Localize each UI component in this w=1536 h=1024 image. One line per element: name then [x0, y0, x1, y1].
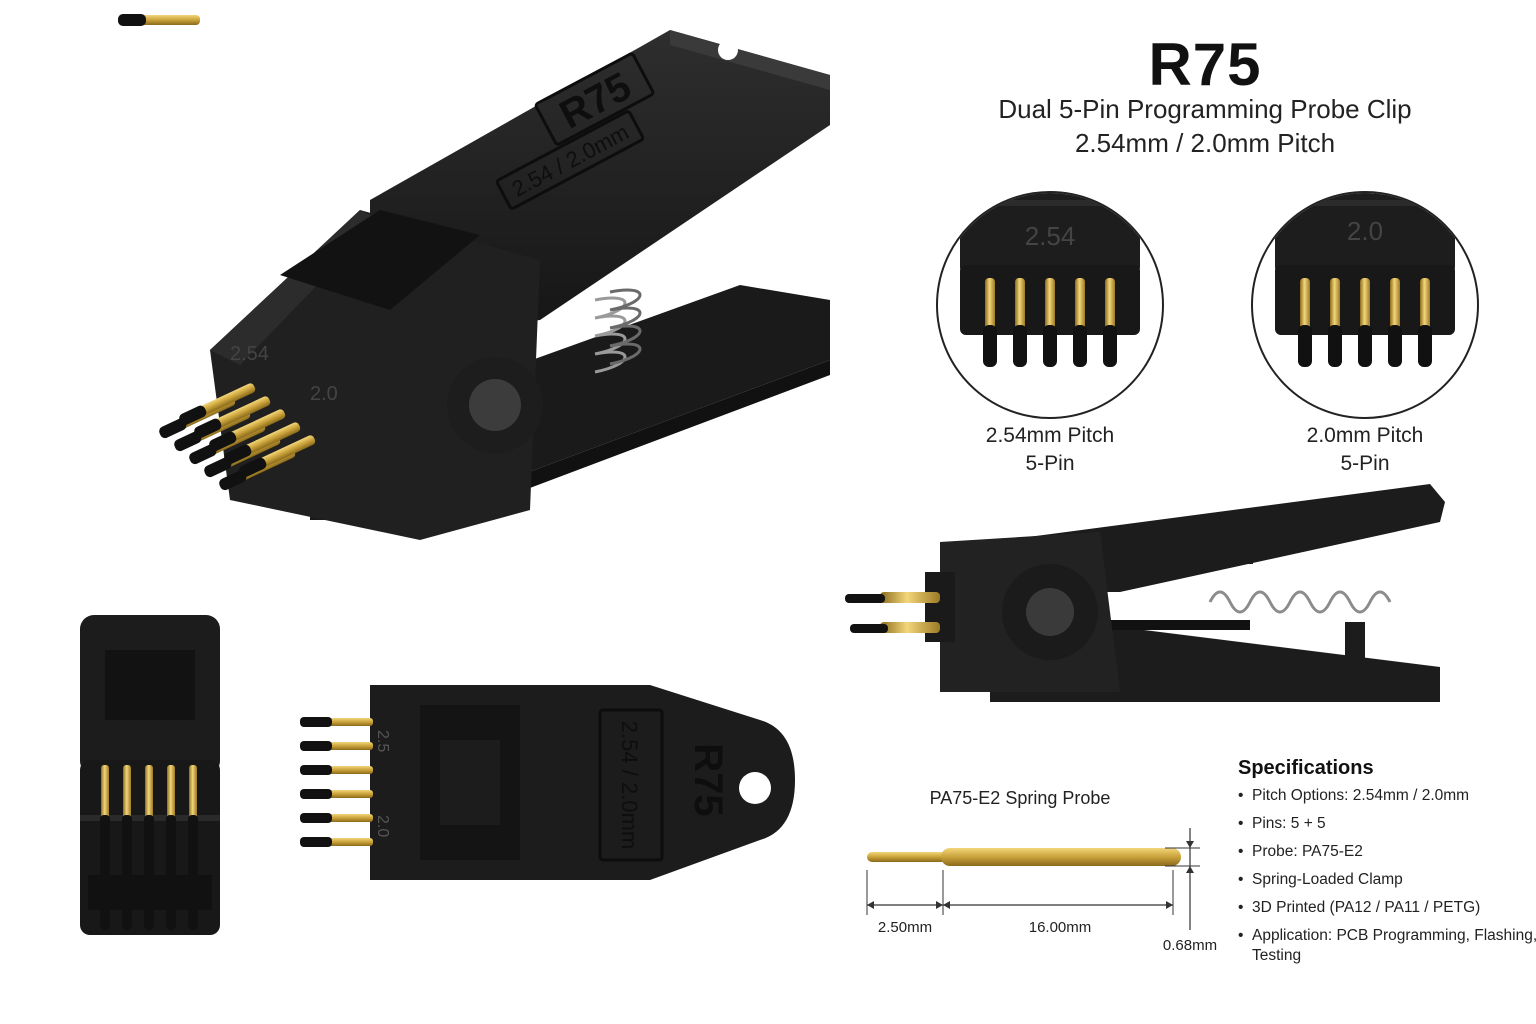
detail-lens-254: 2.54 — [936, 191, 1164, 419]
specifications-heading: Specifications — [1238, 757, 1374, 779]
probe-pin — [300, 765, 373, 775]
probe-pin — [1103, 278, 1117, 367]
detail-254-caption: 2.54mm Pitch — [985, 424, 1115, 447]
detail-20-lens-label: 2.0 — [1347, 216, 1383, 246]
detail-20-caption: 2.0mm Pitch — [1306, 424, 1424, 447]
probe-pin — [300, 789, 373, 799]
product-title: R75 — [1148, 31, 1262, 98]
probe-diagram: 2.50mm 16.00mm 0.68mm — [866, 828, 1217, 954]
spec-item: Probe: PA75-E2 — [1238, 842, 1536, 862]
probe-dim-body: 16.00mm — [1029, 919, 1092, 936]
spring-icon — [594, 288, 642, 374]
top-view-20-label: 2.0 — [374, 815, 391, 837]
top-view-25-label: 2.5 — [374, 730, 391, 752]
specifications-list: Pitch Options: 2.54mm / 2.0mm Pins: 5 + … — [1238, 786, 1536, 974]
detail-lens-20: 2.0 — [1251, 191, 1479, 419]
probe-dim-tip: 2.50mm — [878, 919, 932, 936]
probe-title: PA75-E2 Spring Probe — [929, 788, 1111, 808]
main-clip-254-label: 2.54 — [230, 343, 269, 365]
top-view-illustration: 2.5 2.0 2.54 / 2.0mm R75 — [300, 685, 795, 880]
probe-pin — [1013, 278, 1027, 367]
probe-pin — [1418, 278, 1432, 367]
probe-pin — [983, 278, 997, 367]
top-view-pitch-label: 2.54 / 2.0mm — [617, 721, 642, 849]
main-clip-illustration: R75 2.54 / 2.0mm 2.54 2.0 — [118, 14, 830, 540]
spec-item: 3D Printed (PA12 / PA11 / PETG) — [1238, 898, 1536, 918]
probe-pin — [1073, 278, 1087, 367]
spec-item: Pitch Options: 2.54mm / 2.0mm — [1238, 786, 1536, 806]
product-pitch-subtitle: 2.54mm / 2.0mm Pitch — [1074, 128, 1336, 158]
probe-pin — [1358, 278, 1372, 367]
probe-pin — [300, 837, 373, 847]
spec-item: Application: PCB Programming, Flashing, … — [1238, 926, 1536, 966]
probe-pins-front — [118, 14, 200, 26]
detail-20-pins: 5-Pin — [1340, 452, 1390, 475]
top-view-model-label: R75 — [686, 743, 730, 816]
probe-pin — [1388, 278, 1402, 367]
spec-item: Spring-Loaded Clamp — [1238, 870, 1536, 890]
detail-254-pins: 5-Pin — [1025, 452, 1075, 475]
spec-item: Pins: 5 + 5 — [1238, 814, 1536, 834]
front-view-illustration — [80, 615, 220, 935]
side-view-illustration — [845, 484, 1445, 702]
probe-pin — [300, 741, 373, 751]
probe-pin — [300, 813, 373, 823]
detail-254-lens-label: 2.54 — [1025, 221, 1076, 251]
spring-icon — [1208, 590, 1392, 614]
probe-pin — [300, 717, 373, 727]
main-clip-20-label: 2.0 — [310, 383, 338, 405]
probe-pin — [1298, 278, 1312, 367]
probe-pin — [1328, 278, 1342, 367]
product-subtitle: Dual 5-Pin Programming Probe Clip — [998, 94, 1412, 124]
probe-dim-diameter: 0.68mm — [1163, 937, 1217, 954]
probe-pin — [1043, 278, 1057, 367]
